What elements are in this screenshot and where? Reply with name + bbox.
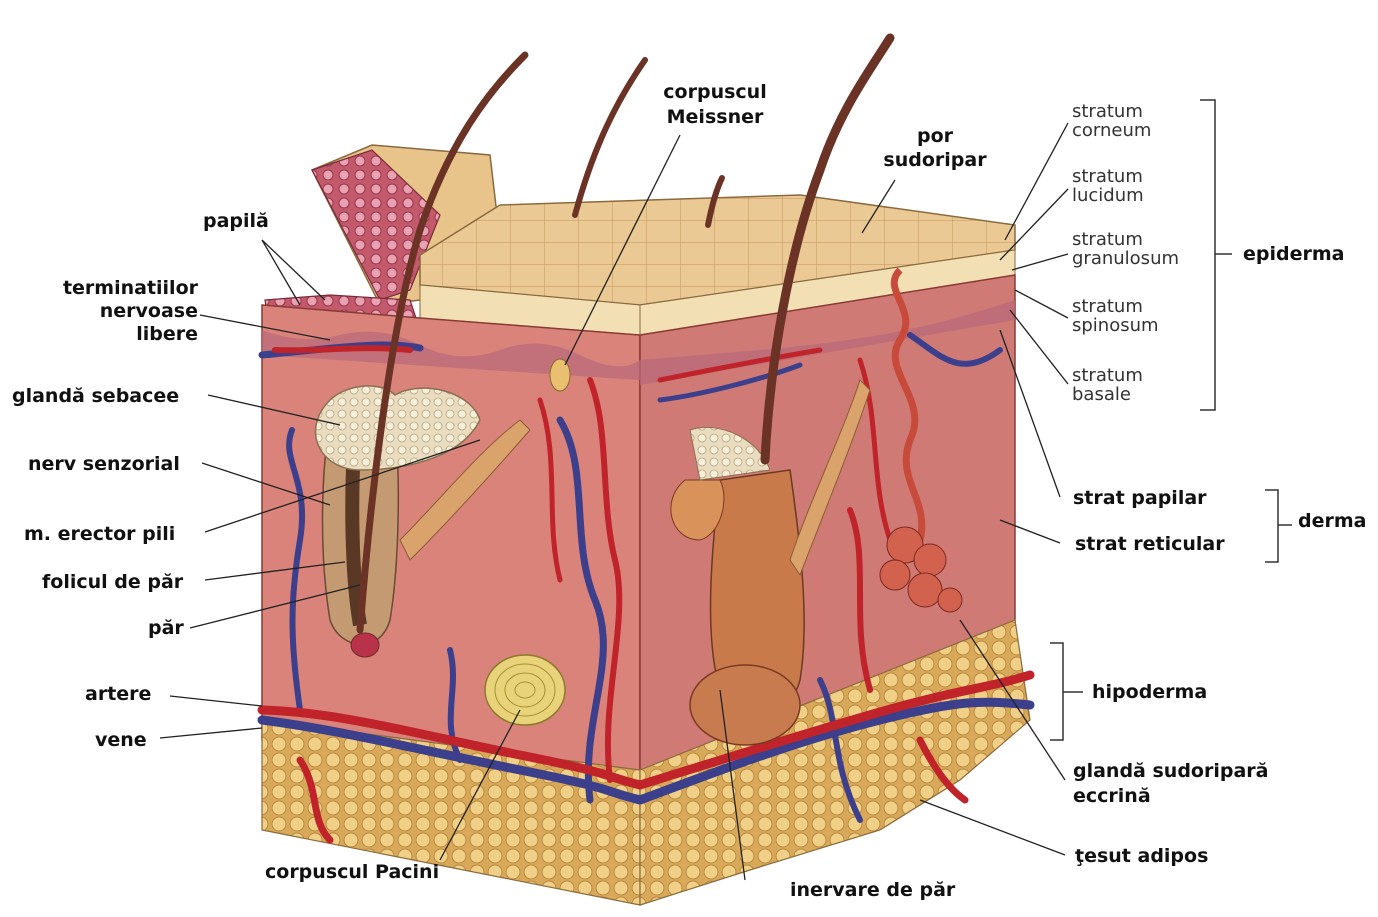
label-por-2: sudoripar <box>883 149 987 171</box>
label-stratum-corneum-1: stratum <box>1072 101 1143 122</box>
label-stratum-basale-2: basale <box>1072 384 1131 405</box>
label-erector-pili: m. erector pili <box>24 523 175 545</box>
label-tesut-adipos: ţesut adipos <box>1075 845 1208 867</box>
label-vene: vene <box>95 729 147 751</box>
label-papila: papilă <box>203 210 269 232</box>
label-corpuscul-pacini: corpuscul Pacini <box>265 861 439 883</box>
label-artere: artere <box>85 683 151 705</box>
label-glanda-sudoripara-2: eccrină <box>1073 785 1151 807</box>
label-meissner-1: corpuscul <box>663 81 766 103</box>
label-nerv-senzorial: nerv senzorial <box>28 453 180 475</box>
label-hipoderma: hipoderma <box>1092 681 1207 703</box>
label-stratum-corneum-2: corneum <box>1072 120 1151 141</box>
label-stratum-granulosum-1: stratum <box>1072 229 1143 250</box>
meissner-corpuscle <box>550 359 570 391</box>
label-por-1: por <box>917 125 954 147</box>
label-stratum-granulosum-2: granulosum <box>1072 248 1179 269</box>
label-stratum-lucidum-2: lucidum <box>1072 185 1144 206</box>
label-inervare-par: inervare de păr <box>790 879 956 901</box>
label-folicul: folicul de păr <box>42 571 184 593</box>
label-meissner-2: Meissner <box>667 106 764 128</box>
label-terminatii-2: nervoase <box>100 300 198 322</box>
label-glanda-sebacee: glandă sebacee <box>12 385 179 407</box>
label-derma: derma <box>1298 510 1366 532</box>
label-stratum-spinosum-1: stratum <box>1072 296 1143 317</box>
label-epiderma: epiderma <box>1243 243 1344 265</box>
label-glanda-sudoripara-1: glandă sudoripară <box>1073 760 1268 782</box>
label-stratum-spinosum-2: spinosum <box>1072 315 1159 336</box>
label-terminatii-1: terminatiilor <box>63 277 199 299</box>
label-par: păr <box>148 617 184 639</box>
label-strat-papilar: strat papilar <box>1073 487 1207 509</box>
label-strat-reticular: strat reticular <box>1075 533 1225 555</box>
label-terminatii-3: libere <box>136 323 198 345</box>
label-stratum-lucidum-1: stratum <box>1072 166 1143 187</box>
label-stratum-basale-1: stratum <box>1072 365 1143 386</box>
pacinian-corpuscle <box>485 655 565 725</box>
